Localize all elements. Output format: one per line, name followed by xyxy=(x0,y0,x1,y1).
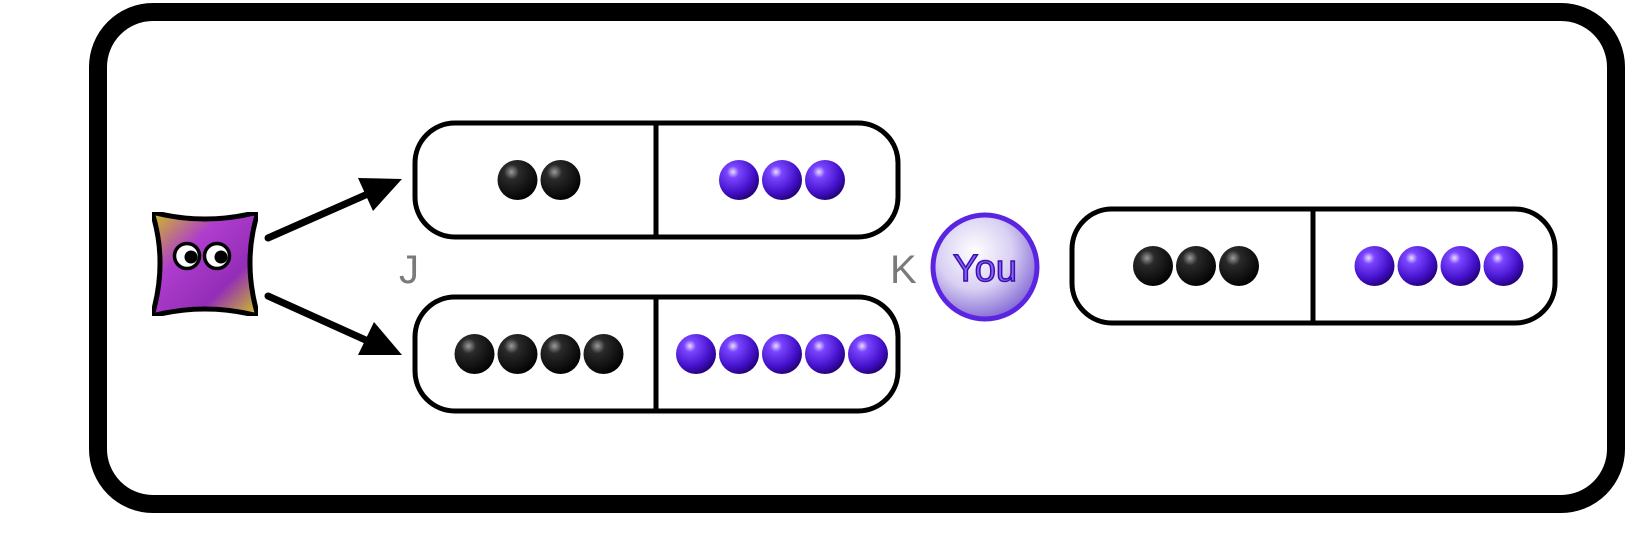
option-card-top[interactable] xyxy=(412,120,901,240)
purple-ball xyxy=(719,160,759,200)
purple-ball xyxy=(762,334,802,374)
purple-ball xyxy=(1354,246,1395,286)
label-j: J xyxy=(399,248,419,292)
arrow-icon-top xyxy=(264,178,402,242)
option-you-balls xyxy=(1133,246,1524,286)
option-top-balls xyxy=(497,160,845,200)
purple-ball xyxy=(1440,246,1481,286)
you-badge-icon: You xyxy=(930,212,1040,322)
you-label: You xyxy=(953,248,1017,290)
black-ball xyxy=(540,160,581,200)
option-card-bottom[interactable] xyxy=(412,294,901,414)
creature-icon xyxy=(149,209,261,319)
purple-ball xyxy=(1483,246,1524,286)
purple-ball xyxy=(762,160,802,200)
black-ball xyxy=(497,160,538,200)
label-k: K xyxy=(890,248,917,292)
option-card-you[interactable] xyxy=(1069,206,1558,326)
black-ball xyxy=(540,334,581,374)
purple-ball xyxy=(805,160,845,200)
black-ball xyxy=(454,334,495,374)
black-ball xyxy=(1176,246,1216,286)
purple-ball xyxy=(848,334,888,374)
black-ball xyxy=(497,334,538,374)
creature-eyes xyxy=(172,241,232,271)
black-ball xyxy=(1219,246,1259,286)
arrow-icon-bottom xyxy=(264,292,402,355)
option-bottom-balls xyxy=(454,334,888,374)
purple-ball xyxy=(1397,246,1438,286)
purple-ball xyxy=(719,334,759,374)
purple-ball xyxy=(805,334,845,374)
black-ball xyxy=(1133,246,1173,286)
purple-ball xyxy=(676,334,716,374)
black-ball xyxy=(583,334,624,374)
